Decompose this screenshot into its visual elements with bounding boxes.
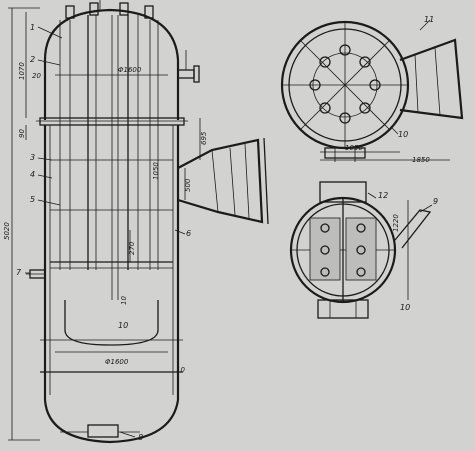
- label-5: 5: [30, 195, 35, 204]
- dimension-values: 5020 1070 90 20 Φ1600 Φ1600 695 500 1050…: [3, 62, 430, 374]
- label-4: 4: [30, 170, 35, 179]
- leader-lines: [25, 19, 433, 438]
- dim-1070: 1070: [18, 62, 26, 80]
- dim-695: 695: [200, 131, 208, 145]
- label-11: 11: [424, 15, 434, 24]
- tube-bundle-bottom: [64, 300, 159, 346]
- label-7: 7: [16, 268, 22, 277]
- label-12: 12: [378, 191, 388, 200]
- side-nozzle-right-upper: [177, 69, 195, 79]
- label-1: 1: [30, 23, 35, 32]
- label-10-section: 10: [400, 303, 410, 312]
- plan-view-top: [280, 20, 464, 162]
- label-10-main: 10: [118, 321, 128, 330]
- label-6: 6: [186, 229, 191, 238]
- dim-10: 10: [176, 366, 185, 374]
- dim-1050-plan: 1050: [345, 144, 363, 152]
- label-10: 10: [398, 130, 408, 139]
- dim-1850: 1850: [412, 156, 430, 164]
- plan-nozzle-circles: [309, 44, 381, 124]
- outlet-cone: [177, 137, 269, 225]
- bottom-dome: [43, 399, 180, 444]
- dim-20: 20: [32, 72, 41, 80]
- dim-1050: 1050: [152, 162, 160, 180]
- dim-90: 90: [18, 129, 26, 138]
- part-labels: 1 2 3 4 5 6 7 8 9 10 11 12 10 10: [16, 15, 438, 442]
- dim-10b: 10: [120, 296, 128, 305]
- baffles: [40, 159, 183, 373]
- dim-dia1600-bottom: Φ1600: [105, 358, 129, 366]
- bottom-drain: [87, 424, 119, 438]
- tube-bundle: [59, 15, 159, 300]
- label-8: 8: [138, 433, 143, 442]
- label-3: 3: [30, 153, 35, 162]
- dim-270: 270: [128, 241, 136, 255]
- dimension-lines: [8, 7, 201, 441]
- section-holes: [320, 223, 366, 277]
- dim-500: 500: [184, 178, 192, 192]
- dim-1220: 1220: [392, 214, 400, 232]
- dim-5020: 5020: [3, 222, 11, 240]
- top-dome: [43, 8, 180, 61]
- label-9: 9: [433, 197, 438, 206]
- label-2: 2: [30, 55, 35, 64]
- top-nozzles: [65, 0, 154, 19]
- vessel-main: [26, 0, 200, 444]
- section-view: [289, 181, 432, 319]
- dim-dia1600-top: Φ1600: [118, 66, 142, 74]
